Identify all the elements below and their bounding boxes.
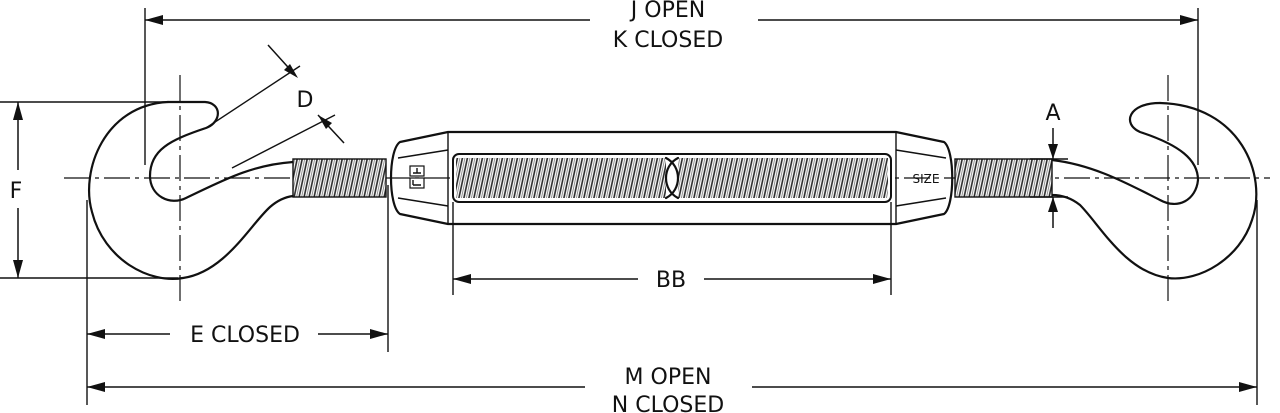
label-bb: BB bbox=[656, 268, 686, 293]
label-m-open: M OPEN bbox=[625, 365, 712, 390]
right-hook-inner-edge bbox=[1050, 101, 1200, 206]
stamp-mark bbox=[409, 165, 425, 189]
body-outline bbox=[389, 130, 954, 226]
label-e-closed: E CLOSED bbox=[190, 323, 300, 348]
turnbuckle-body: SIZE bbox=[389, 130, 954, 226]
dimension-mn: M OPEN N CLOSED bbox=[87, 365, 1257, 413]
right-hook-outer-edge bbox=[1050, 101, 1258, 280]
left-threaded-rod bbox=[292, 158, 387, 198]
label-k-closed: K CLOSED bbox=[613, 28, 723, 53]
dimension-f: F bbox=[10, 102, 23, 278]
size-stamp: SIZE bbox=[913, 172, 940, 186]
left-window-thread bbox=[456, 158, 666, 198]
thread-meeting-point bbox=[664, 156, 680, 200]
right-threaded-rod bbox=[954, 158, 1053, 198]
label-a: A bbox=[1045, 101, 1060, 126]
left-hook-outer-edge bbox=[88, 100, 295, 280]
dimension-bb: BB bbox=[453, 268, 891, 293]
label-d: D bbox=[297, 88, 314, 113]
label-j-open: J OPEN bbox=[629, 0, 705, 23]
dimension-d: D bbox=[205, 44, 345, 169]
left-hook bbox=[88, 100, 295, 280]
right-window-thread bbox=[678, 158, 888, 198]
left-hook-inner-edge bbox=[148, 100, 295, 202]
dimension-e: E CLOSED bbox=[87, 323, 388, 348]
label-n-closed: N CLOSED bbox=[612, 393, 724, 413]
right-hook bbox=[1050, 101, 1258, 280]
extension-lines bbox=[0, 8, 1258, 405]
dimension-jk: J OPEN K CLOSED bbox=[145, 0, 1198, 53]
label-f: F bbox=[10, 179, 23, 204]
dimension-a: A bbox=[1045, 101, 1061, 228]
